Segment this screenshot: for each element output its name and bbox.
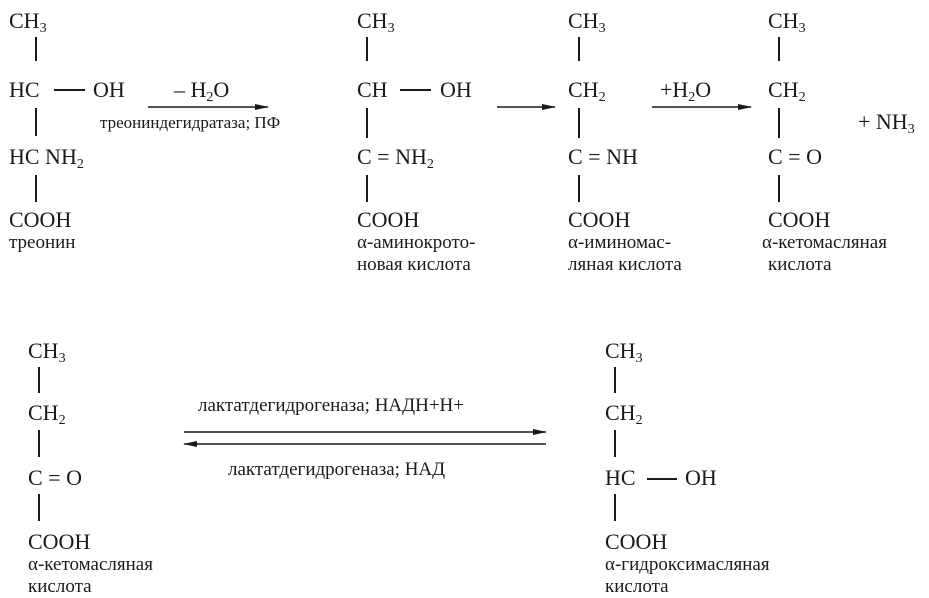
iminobutyric-ch3: CH3 (568, 8, 606, 36)
aminocrotonic-cooh: COOH (357, 207, 420, 232)
ketobutyric-ch2: CH2 (768, 77, 806, 105)
hydroxybutyric-ch2: CH2 (605, 400, 643, 428)
threonine-cooh: COOH (9, 207, 72, 232)
step1-enzyme: треониндегидратаза; ПФ (100, 113, 281, 132)
bond (578, 37, 580, 61)
bond (38, 430, 40, 457)
aminocrotonic-oh: OH (440, 77, 472, 102)
bond (38, 494, 40, 521)
bond (54, 89, 85, 91)
aminocrotonic-ch3: CH3 (357, 8, 395, 36)
bond (400, 89, 431, 91)
ketobutyric-cooh: COOH (768, 207, 831, 232)
bond (35, 37, 37, 61)
ketobutyric-c-o: C = O (768, 144, 822, 169)
forward-enzyme-label: лактатдегидрогеназа; НАДН+Н+ (198, 395, 464, 416)
hydroxybutyric-name-line2: кислота (605, 576, 669, 597)
bond (35, 175, 37, 202)
bond (614, 367, 616, 393)
bond (366, 175, 368, 202)
step1-reagent: – H2O (174, 77, 230, 105)
iminobutyric-name-line2: ляная кислота (568, 254, 682, 275)
reverse-enzyme-label: лактатдегидрогеназа; НАД (228, 459, 446, 480)
ketobutyric2-ch3: CH3 (28, 338, 66, 366)
bond (35, 108, 37, 136)
iminobutyric-name-line1: α-иминомас- (568, 232, 672, 253)
ketobutyric-ch3: CH3 (768, 8, 806, 36)
aminocrotonic-name-line1: α-аминокрото- (357, 232, 476, 253)
ketobutyric-name-line2: кислота (768, 254, 832, 275)
bond (778, 175, 780, 202)
ketobutyric2-cooh: COOH (28, 529, 91, 554)
threonine-name: треонин (9, 232, 76, 253)
bond (578, 108, 580, 138)
bond (366, 37, 368, 61)
threonine-hc-nh2: HC NH2 (9, 144, 84, 172)
bond (578, 175, 580, 202)
ketobutyric2-c-o: C = O (28, 465, 82, 490)
hydroxybutyric-cooh: COOH (605, 529, 668, 554)
ketobutyric-name-line1: α-кетомасляная (762, 232, 887, 253)
bond (614, 430, 616, 457)
step3-reagent: +H2O (660, 77, 712, 105)
aminocrotonic-name-line2: новая кислота (357, 254, 471, 275)
aminocrotonic-ch: CH (357, 77, 388, 102)
bond (647, 478, 677, 480)
bond (778, 108, 780, 138)
aminocrotonic-c-nh2: C = NH2 (357, 144, 434, 172)
iminobutyric-ch2: CH2 (568, 77, 606, 105)
bond (778, 37, 780, 61)
hydroxybutyric-hc: HC (605, 465, 636, 490)
bond (614, 494, 616, 521)
threonine-oh: OH (93, 77, 125, 102)
ammonia-product: + NH3 (858, 109, 915, 137)
hydroxybutyric-name-line1: α-гидроксимасляная (605, 554, 770, 575)
threonine-hc: HC (9, 77, 40, 102)
iminobutyric-cooh: COOH (568, 207, 631, 232)
hydroxybutyric-ch3: CH3 (605, 338, 643, 366)
ketobutyric2-ch2: CH2 (28, 400, 66, 428)
ketobutyric2-name-line2: кислота (28, 576, 92, 597)
threonine-ch3: CH3 (9, 8, 47, 36)
bond (366, 108, 368, 138)
iminobutyric-c-nh: C = NH (568, 144, 638, 169)
hydroxybutyric-oh: OH (685, 465, 717, 490)
bond (38, 367, 40, 393)
ketobutyric2-name-line1: α-кетомасляная (28, 554, 153, 575)
